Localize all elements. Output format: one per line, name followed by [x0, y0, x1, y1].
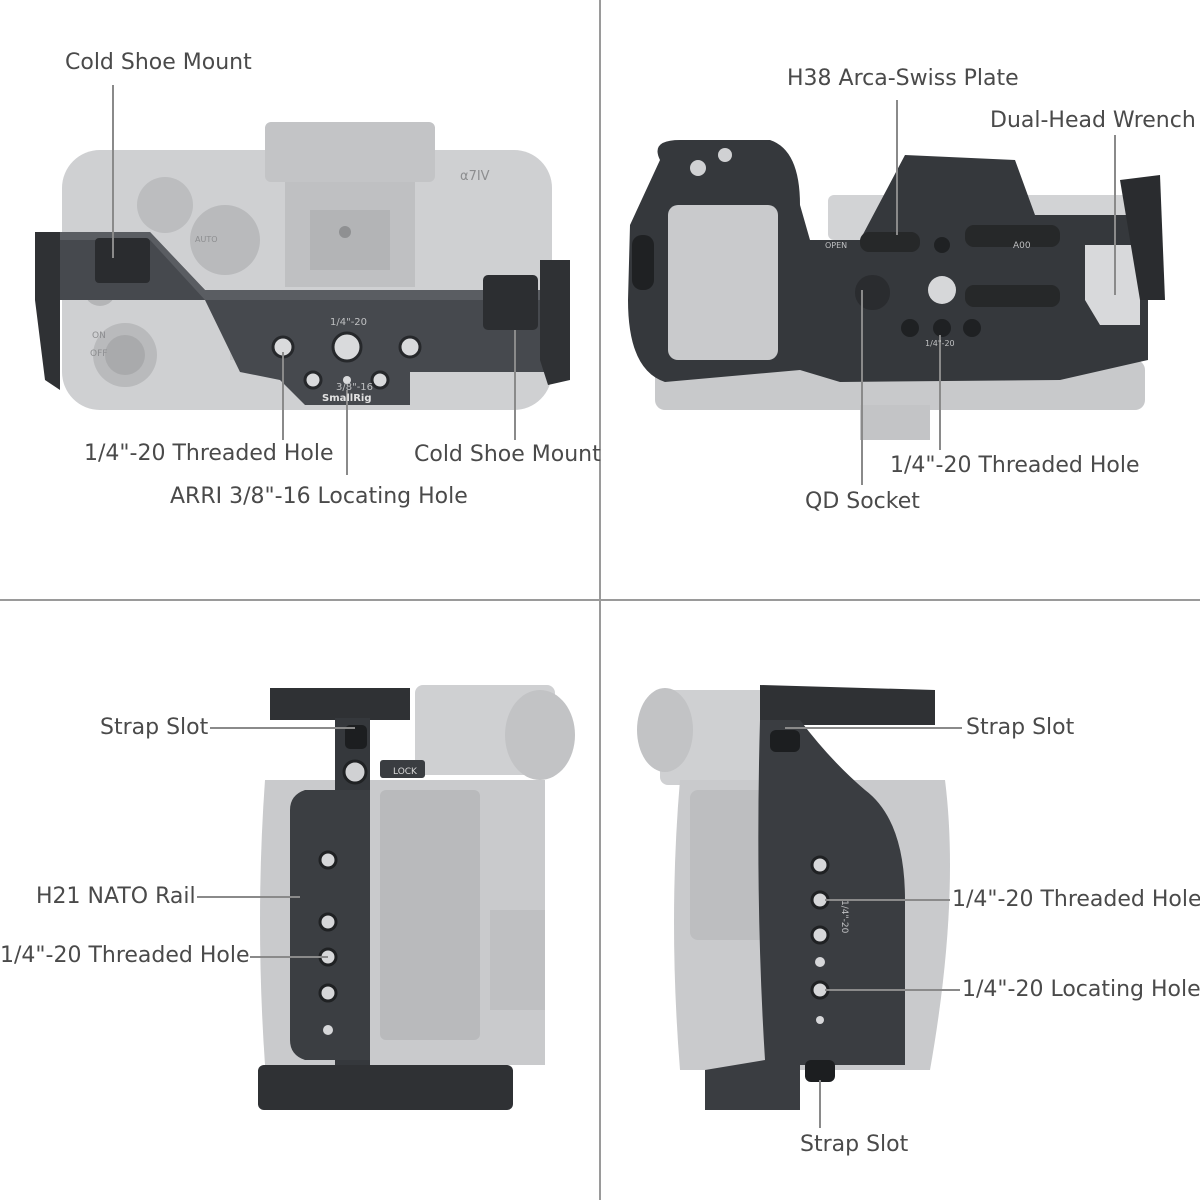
label-threaded-hole-top: 1/4"-20 Threaded Hole — [84, 441, 334, 466]
cage-top-plate — [35, 232, 570, 405]
label-threaded-hole-right: 1/4"-20 Threaded Hole — [952, 887, 1200, 912]
label-strap-slot-right-top: Strap Slot — [966, 715, 1075, 740]
lock-tag: LOCK — [393, 767, 418, 777]
label-strap-slot-right-bottom: Strap Slot — [800, 1132, 909, 1157]
bottom-view-illustration — [628, 140, 1165, 440]
label-qd-socket: QD Socket — [805, 489, 920, 514]
engraving-three-eighths: 3/8"-16 — [336, 382, 373, 393]
label-locating-hole-right: 1/4"-20 Locating Hole — [962, 977, 1200, 1002]
engraving-open: OPEN — [825, 241, 847, 250]
engraving-quarter-top: 1/4"-20 — [330, 317, 367, 328]
brand-engraving: SmallRig — [322, 393, 372, 404]
engraving-quarter-right: 1/4"-20 — [839, 900, 849, 934]
label-arca-swiss-plate: H38 Arca-Swiss Plate — [787, 66, 1019, 91]
label-dual-head-wrench: Dual-Head Wrench — [990, 108, 1196, 133]
label-threaded-hole-bottom: 1/4"-20 Threaded Hole — [890, 453, 1140, 478]
cage-bottom-plate — [628, 140, 1165, 382]
leader-lines — [112, 85, 1116, 1128]
right-side-illustration — [637, 685, 950, 1110]
engraving-quarter-bottom: 1/4"-20 — [925, 339, 955, 348]
engraving-a00: A00 — [1013, 241, 1031, 251]
dial-off-text: OFF — [90, 349, 107, 359]
cage-right-side — [705, 685, 935, 1110]
label-cold-shoe-mount-right: Cold Shoe Mount — [414, 442, 601, 467]
camera-model-text: α7IV — [460, 169, 490, 184]
cage-left-side — [258, 688, 513, 1110]
label-strap-slot-left: Strap Slot — [100, 715, 209, 740]
label-cold-shoe-mount-top: Cold Shoe Mount — [65, 50, 252, 75]
label-nato-rail: H21 NATO Rail — [36, 884, 196, 909]
top-view-illustration — [35, 122, 570, 410]
label-threaded-hole-left: 1/4"-20 Threaded Hole — [0, 943, 250, 968]
label-arri-locating-hole: ARRI 3/8"-16 Locating Hole — [170, 484, 468, 509]
dial-auto-text: AUTO — [195, 235, 218, 244]
dial-on-text: ON — [92, 331, 106, 341]
left-side-illustration — [258, 685, 575, 1110]
